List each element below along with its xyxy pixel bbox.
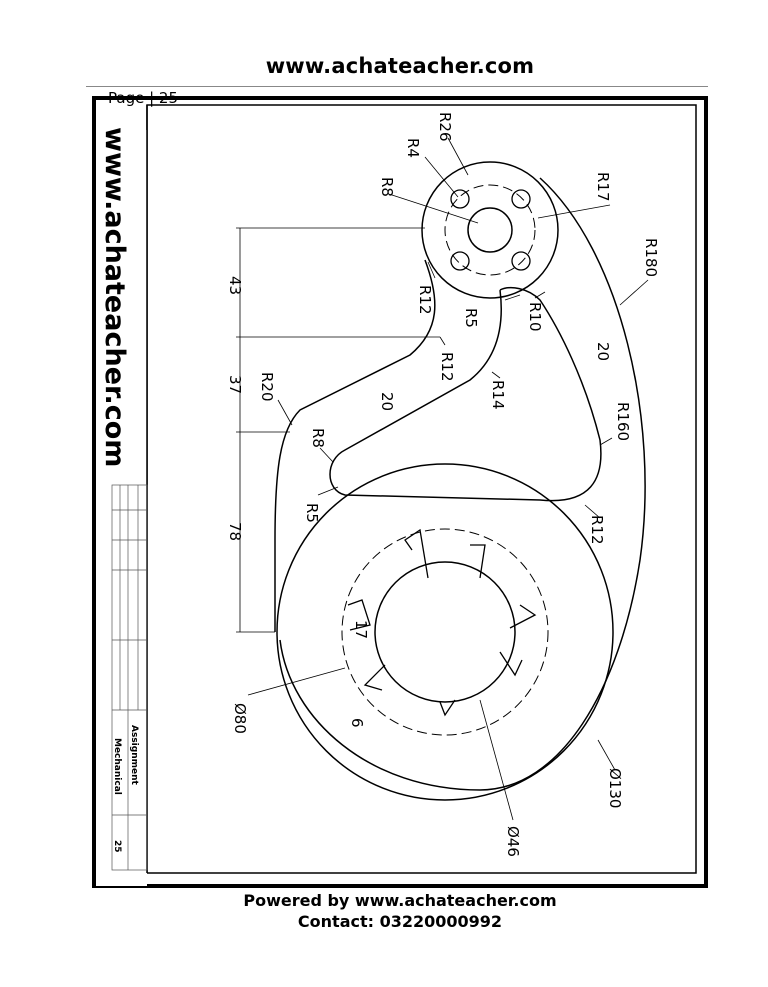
dim-dia130: Ø130 [606, 768, 624, 808]
dim-43: 43 [226, 276, 244, 295]
footer-contact: Contact: 03220000992 [297, 912, 503, 931]
dim-r8-b: R8 [309, 428, 327, 448]
dim-r12-a: R12 [416, 285, 434, 315]
arm-profile [274, 259, 436, 632]
footer-powered-by: Powered by www.achateacher.com [243, 891, 557, 910]
wheel-slots [347, 528, 537, 717]
wheel-bore [374, 561, 516, 703]
dim-r12-c: R12 [588, 515, 606, 545]
dim-20-a: 20 [594, 342, 612, 361]
outer-wheel [276, 463, 614, 801]
inner-frame [146, 104, 697, 874]
dim-r5-b: R5 [303, 503, 321, 523]
dim-r8-top: R8 [378, 177, 396, 197]
bolt-hole [511, 251, 531, 271]
dim-r4: R4 [404, 138, 422, 158]
site-header: www.achateacher.com [265, 54, 535, 78]
dim-37: 37 [226, 375, 244, 394]
title-block-number: 25 [112, 840, 122, 853]
dim-r5-a: R5 [462, 308, 480, 328]
title-block-title: Assignment [129, 725, 139, 786]
top-hub-outer [421, 161, 559, 299]
header-rule [86, 86, 708, 87]
wheel-pitch-circle [341, 528, 549, 736]
dim-17: 17 [352, 620, 370, 639]
title-block [111, 484, 148, 871]
dim-r10: R10 [526, 302, 544, 332]
dim-dia46: Ø46 [504, 826, 522, 857]
dim-r12-b: R12 [438, 352, 456, 382]
top-hub-bore [467, 207, 513, 253]
dim-20-b: 20 [378, 392, 396, 411]
dim-r14: R14 [489, 380, 507, 410]
bolt-hole [511, 189, 531, 209]
dim-6: 6 [348, 718, 366, 728]
top-hub-bolt-circle [444, 184, 536, 276]
dim-r160: R160 [614, 402, 632, 441]
dim-dia80: Ø80 [231, 703, 249, 734]
leader-lines [247, 137, 649, 821]
title-block-subject: Mechanical [112, 738, 122, 795]
dim-r17: R17 [594, 172, 612, 202]
r180-arc [279, 177, 646, 791]
bolt-hole [450, 251, 470, 271]
bolt-hole [450, 189, 470, 209]
vertical-dimensions [236, 227, 440, 633]
dim-r26: R26 [436, 112, 454, 142]
dim-78: 78 [226, 522, 244, 541]
dim-r180: R180 [642, 238, 660, 277]
dim-r20: R20 [258, 372, 276, 402]
inner-arm-profile [329, 287, 602, 502]
